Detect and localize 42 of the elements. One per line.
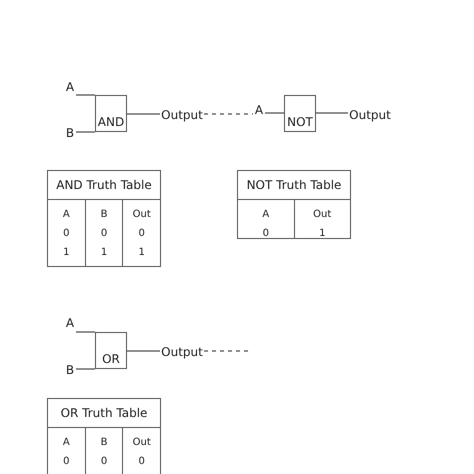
- table-cell-text: A: [262, 208, 270, 221]
- wire: [316, 112, 348, 114]
- terminal-label: Output: [348, 107, 392, 122]
- table-cell-text: B: [100, 436, 108, 449]
- terminal-label: A: [253, 103, 265, 117]
- table-cell-text: 1: [319, 227, 326, 240]
- table-header: AND Truth Table: [48, 171, 160, 200]
- table-cell-text: Out: [132, 208, 151, 221]
- terminal-label: A: [64, 80, 76, 94]
- terminal-label: B: [64, 126, 76, 140]
- table-cell-text: A: [62, 208, 70, 221]
- wire: [76, 94, 95, 96]
- gate-box: OR: [95, 332, 127, 369]
- terminal-label: A: [64, 316, 76, 330]
- table-cell-text: Out: [313, 208, 332, 221]
- table-cell-text: 1: [138, 246, 145, 259]
- table-cell-text: 0: [100, 227, 108, 240]
- wire: [127, 350, 160, 352]
- table-cell-text: 0: [100, 455, 108, 468]
- table-header: NOT Truth Table: [238, 171, 350, 200]
- wire: [265, 112, 284, 114]
- table-cell-text: 1: [100, 246, 108, 259]
- table-cell-text: 0: [138, 227, 145, 240]
- table-header: OR Truth Table: [48, 399, 160, 428]
- wire: [76, 368, 95, 370]
- table-cell-text: 0: [138, 455, 145, 468]
- table-cell-text: Out: [132, 436, 151, 449]
- dashed-connector: [204, 113, 253, 115]
- table-cell-text: B: [100, 208, 108, 221]
- table-cell-text: 0: [262, 227, 269, 240]
- terminal-label: Output: [160, 344, 204, 359]
- table-cell-text: 0: [63, 455, 70, 468]
- gate-box: AND: [95, 95, 127, 132]
- table-cell-text: 0: [63, 227, 70, 240]
- terminal-label: Output: [160, 107, 204, 122]
- wire: [76, 131, 95, 133]
- gate-box: NOT: [284, 95, 316, 132]
- wire: [127, 113, 160, 115]
- table-cell-text: A: [62, 436, 70, 449]
- terminal-label: B: [64, 363, 76, 377]
- wire: [76, 331, 95, 333]
- table-cell-text: 1: [63, 246, 70, 259]
